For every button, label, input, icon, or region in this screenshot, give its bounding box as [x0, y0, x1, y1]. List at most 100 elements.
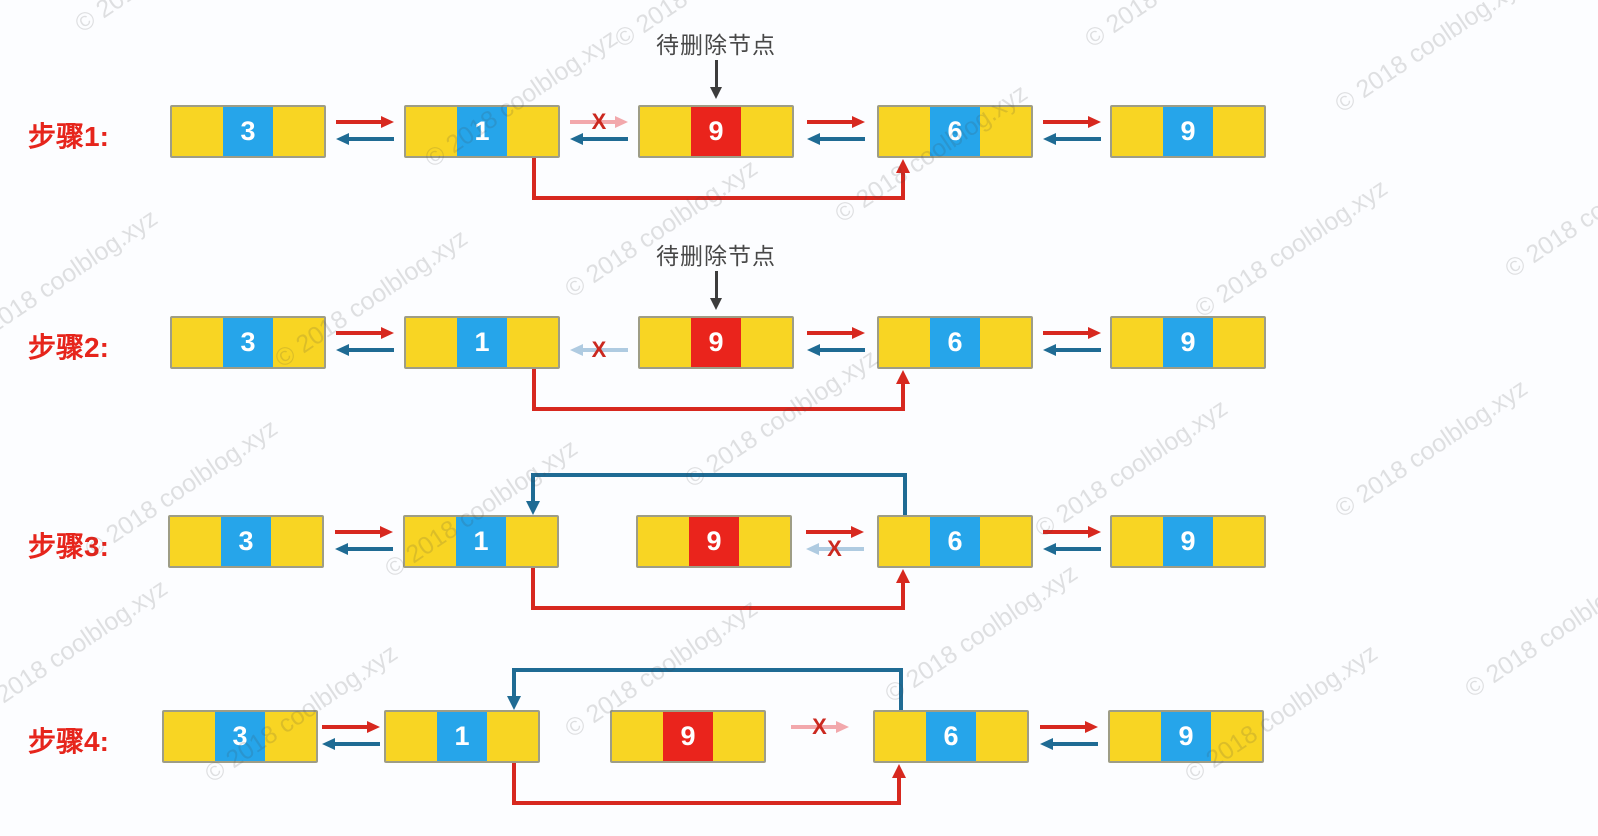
next-pointer-cell: [980, 107, 1032, 156]
prev-pointer-cell: [640, 318, 691, 367]
new-next-pointer-curve-h: [532, 196, 905, 200]
deleted-next-arrow-line: [570, 120, 616, 124]
prev-arrow-line: [818, 348, 865, 352]
new-prev-pointer-curve-h: [512, 668, 903, 672]
new-next-pointer-curve-head: [895, 370, 910, 384]
list-node: 9: [638, 316, 794, 369]
pending-delete-arrow-head: [709, 298, 722, 310]
value-cell: 9: [1162, 107, 1214, 156]
value-cell: 6: [929, 318, 981, 367]
pending-delete-arrow-line: [714, 271, 718, 298]
next-pointer-cell: [1213, 318, 1265, 367]
value-cell: 6: [929, 517, 981, 566]
list-node: 3: [170, 105, 326, 158]
prev-arrow-head: [570, 133, 583, 145]
prev-pointer-cell: [1112, 517, 1163, 566]
prev-pointer-cell: [405, 517, 456, 566]
list-node: 1: [404, 105, 560, 158]
next-arrow-head: [1084, 721, 1098, 733]
value-cell: 1: [456, 318, 508, 367]
prev-pointer-cell: [1110, 712, 1161, 761]
prev-arrow-head: [1042, 133, 1056, 145]
new-next-pointer-curve-head: [891, 764, 906, 778]
value-cell: 3: [220, 517, 272, 566]
next-pointer-cell: [741, 107, 793, 156]
list-node: 1: [384, 710, 540, 763]
list-node: 9: [1110, 515, 1266, 568]
node-value: 9: [1180, 116, 1196, 146]
next-pointer-cell: [273, 107, 325, 156]
prev-arrow-line: [1054, 137, 1101, 141]
list-node: 9: [1110, 105, 1266, 158]
prev-arrow-line: [1054, 547, 1101, 551]
value-cell: 1: [436, 712, 488, 761]
next-arrow-head: [367, 721, 380, 733]
prev-arrow-line: [1051, 742, 1098, 746]
node-value: 9: [1180, 327, 1196, 357]
next-pointer-cell: [506, 517, 558, 566]
next-arrow-line: [1042, 120, 1089, 124]
watermark-text: © 2018 coolblog.xyz: [560, 153, 763, 304]
next-arrow-head: [379, 526, 393, 538]
node-value: 9: [708, 116, 724, 146]
prev-arrow-line: [348, 348, 394, 352]
list-node: 9: [1108, 710, 1264, 763]
node-value: 1: [474, 327, 490, 357]
next-arrow-head: [851, 327, 865, 339]
node-value: 3: [232, 721, 248, 751]
node-value: 9: [1180, 526, 1196, 556]
next-arrow-head: [381, 116, 394, 128]
delete-x-icon: X: [827, 536, 842, 561]
list-node: 3: [162, 710, 318, 763]
node-value: 9: [1178, 721, 1194, 751]
prev-pointer-cell: [638, 517, 689, 566]
node-value: 6: [947, 526, 963, 556]
prev-arrow-head: [1042, 543, 1056, 555]
deleted-prev-arrow-line: [582, 348, 628, 352]
value-cell: 9: [1162, 318, 1214, 367]
next-pointer-cell: [265, 712, 317, 761]
new-next-pointer-curve-v1: [532, 369, 536, 411]
value-cell: 9: [1160, 712, 1212, 761]
value-cell: 9: [662, 712, 714, 761]
new-next-pointer-curve-v1: [532, 158, 536, 200]
delete-x-icon: X: [591, 109, 607, 134]
value-cell: 1: [455, 517, 507, 566]
watermark-text: © 2018 coolblog.xyz: [1330, 373, 1533, 524]
next-arrow-head: [1087, 116, 1101, 128]
list-node: 6: [877, 515, 1033, 568]
new-next-pointer-curve-v1: [512, 763, 516, 805]
prev-pointer-cell: [1112, 318, 1163, 367]
node-value: 6: [947, 116, 963, 146]
prev-arrow-head: [336, 133, 349, 145]
value-cell: 3: [222, 318, 274, 367]
watermark-text: © 2018 coolblog.xyz: [0, 573, 173, 723]
node-value: 1: [454, 721, 470, 751]
next-pointer-cell: [976, 712, 1028, 761]
prev-arrow-head: [806, 344, 820, 356]
node-value: 6: [947, 327, 963, 357]
prev-arrow-head: [336, 344, 349, 356]
new-next-pointer-curve-v2: [901, 582, 905, 606]
value-cell: 6: [929, 107, 981, 156]
prev-arrow-line: [582, 137, 628, 141]
prev-arrow-head: [322, 738, 335, 750]
prev-arrow-head: [806, 133, 820, 145]
new-prev-pointer-curve-head: [525, 501, 540, 515]
pending-delete-arrow-line: [714, 60, 718, 87]
next-pointer-cell: [273, 318, 325, 367]
list-node: 6: [877, 316, 1033, 369]
value-cell: 3: [214, 712, 266, 761]
value-cell: 9: [690, 318, 742, 367]
new-next-pointer-curve-h: [531, 606, 905, 610]
node-value: 3: [240, 327, 256, 357]
next-arrow-line: [1042, 331, 1089, 335]
list-node: 9: [636, 515, 792, 568]
prev-pointer-cell: [172, 318, 223, 367]
value-cell: 9: [688, 517, 740, 566]
next-arrow-line: [334, 530, 381, 534]
watermark-text: © 2018 coolblog.xyz: [1500, 133, 1598, 284]
next-pointer-cell: [741, 318, 793, 367]
list-node: 1: [404, 316, 560, 369]
